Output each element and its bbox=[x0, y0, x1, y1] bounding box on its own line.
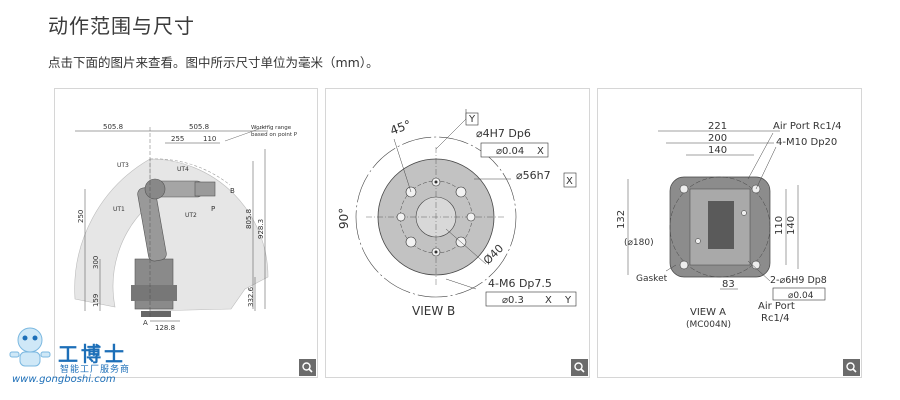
label-ut2: UT2 bbox=[185, 212, 197, 219]
drawing-card-working-range[interactable]: 505.8 505.8 255 110 805.8 928.3 332.6 25… bbox=[54, 88, 318, 378]
zoom-button-3[interactable] bbox=[843, 359, 860, 376]
label-b: B bbox=[230, 187, 235, 195]
robot-mascot-icon bbox=[9, 327, 51, 367]
view-a-label: VIEW A bbox=[690, 307, 726, 318]
bore-ref-x: X bbox=[566, 176, 573, 187]
magnifier-icon bbox=[574, 362, 585, 373]
thread-ref-x: X bbox=[545, 295, 552, 306]
watermark-logo: 工博士 智能工厂服务商 www.gongboshi.com bbox=[6, 322, 156, 392]
base-view-a-drawing: 221 200 140 132 (⌀180) 140 110 83 Air Po… bbox=[616, 121, 841, 330]
bore-spec: ⌀56h7 bbox=[516, 169, 551, 182]
air-port-top-label: Air Port Rc1/4 bbox=[773, 121, 841, 132]
working-range-note-2: based on point P bbox=[251, 132, 298, 138]
dim-200: 200 bbox=[708, 133, 727, 144]
label-ut1: UT1 bbox=[113, 206, 125, 213]
dim-83: 83 bbox=[722, 279, 735, 290]
view-a-model: (MC004N) bbox=[686, 320, 731, 330]
magnifier-icon bbox=[846, 362, 857, 373]
label-ut4: UT4 bbox=[177, 166, 189, 173]
thread-ref-y: Y bbox=[564, 295, 572, 306]
angle-90: 90° bbox=[337, 208, 351, 229]
dim-159: 159 bbox=[92, 294, 100, 307]
drawing-card-view-a[interactable]: 221 200 140 132 (⌀180) 140 110 83 Air Po… bbox=[597, 88, 862, 378]
working-range-drawing: 505.8 505.8 255 110 805.8 928.3 332.6 25… bbox=[74, 123, 298, 332]
hole-ref-x: X bbox=[537, 146, 544, 157]
dim-132: 132 bbox=[616, 210, 627, 229]
dim-505-8-right: 505.8 bbox=[189, 123, 209, 131]
dim-diameter-180: (⌀180) bbox=[624, 238, 654, 248]
dim-300: 300 bbox=[92, 256, 100, 269]
label-p: P bbox=[211, 205, 215, 213]
magnifier-icon bbox=[302, 362, 313, 373]
dim-332-6: 332.6 bbox=[247, 286, 255, 307]
hole-spec: ⌀4H7 Dp6 bbox=[476, 127, 531, 140]
dim-128-8: 128.8 bbox=[155, 324, 175, 332]
label-a: A bbox=[143, 319, 148, 327]
page-title: 动作范围与尺寸 bbox=[48, 14, 195, 38]
dim-140-top: 140 bbox=[708, 145, 727, 156]
dim-110: 110 bbox=[203, 135, 216, 143]
zoom-button-2[interactable] bbox=[571, 359, 588, 376]
gasket-label: Gasket bbox=[636, 274, 668, 284]
dim-221: 221 bbox=[708, 121, 727, 132]
label-ut3: UT3 bbox=[117, 162, 129, 169]
zoom-button-1[interactable] bbox=[299, 359, 316, 376]
dim-255: 255 bbox=[171, 135, 184, 143]
dim-250: 250 bbox=[77, 210, 85, 223]
view-b-label: VIEW B bbox=[412, 304, 455, 318]
dim-805-8: 805.8 bbox=[245, 209, 253, 229]
pin-hole-tolerance: ⌀0.04 bbox=[788, 291, 814, 301]
working-range-note-1: Working range bbox=[251, 125, 292, 131]
watermark-brand: 工博士 bbox=[58, 342, 127, 366]
pin-hole-label: 2-⌀6H9 Dp8 bbox=[770, 275, 827, 286]
page-subtitle: 点击下面的图片来查看。图中所示尺寸单位为毫米（mm）。 bbox=[48, 55, 379, 70]
drawing-card-view-b[interactable]: 45° 90° Ø40 Y ⌀4H7 Dp6 ⌀0.04 X ⌀56h7 X 4… bbox=[325, 88, 590, 378]
dim-140-right: 140 bbox=[786, 216, 797, 235]
thread-spec: 4-M6 Dp7.5 bbox=[488, 277, 552, 290]
air-port-bottom-size: Rc1/4 bbox=[761, 313, 790, 324]
flange-view-b-drawing: 45° 90° Ø40 Y ⌀4H7 Dp6 ⌀0.04 X ⌀56h7 X 4… bbox=[337, 109, 577, 318]
air-port-bottom-label: Air Port bbox=[758, 301, 795, 312]
angle-45: 45° bbox=[388, 117, 413, 137]
dim-110: 110 bbox=[774, 216, 785, 235]
dim-505-8-left: 505.8 bbox=[103, 123, 123, 131]
hole-tolerance: ⌀0.04 bbox=[496, 146, 524, 157]
datum-y: Y bbox=[468, 114, 476, 125]
thread-tolerance: ⌀0.3 bbox=[502, 295, 524, 306]
thread-m10-label: 4-M10 Dp20 bbox=[776, 137, 837, 148]
watermark-url: www.gongboshi.com bbox=[12, 374, 116, 385]
dim-928-3: 928.3 bbox=[257, 219, 265, 239]
watermark-tagline: 智能工厂服务商 bbox=[60, 365, 131, 375]
